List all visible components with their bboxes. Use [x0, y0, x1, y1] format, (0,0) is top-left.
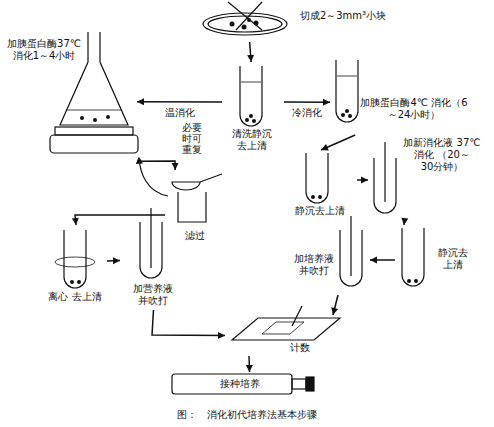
step-label: 加营养液 并吹打 — [120, 283, 185, 307]
beaker — [178, 192, 206, 222]
step-node: 加新消化液 37℃消化 （20～30分钟） — [368, 135, 490, 220]
liquid-level — [241, 82, 261, 83]
note-label: 必要时可重复 — [182, 122, 202, 155]
step-node: 加营养液 并吹打 — [120, 215, 187, 310]
liquid-level — [337, 76, 357, 77]
step-node: 接种培养 — [170, 372, 320, 398]
flow-arrow — [401, 218, 408, 225]
test-tube — [336, 60, 358, 122]
step-node: 加培养液 并吹打 — [290, 225, 370, 295]
step-node: 切成2～3mm³小块 — [205, 0, 391, 42]
flow-arrow — [246, 356, 253, 372]
arrow-head — [137, 98, 144, 105]
flow-arrow — [107, 257, 120, 264]
step-label: 接种培养 — [190, 378, 290, 390]
step-label: 静沉去上清 — [285, 205, 355, 217]
step-node: 加胰蛋白酶37℃ 消化1～4小时 — [2, 30, 137, 205]
flow-arrow — [321, 135, 355, 150]
pipette — [150, 208, 151, 268]
flow-arrow — [357, 177, 368, 184]
step-node: 静沉去上清 — [285, 150, 357, 225]
scalpel — [228, 2, 262, 30]
arrow-head — [361, 177, 368, 184]
culture-flask — [172, 374, 292, 394]
step-label: 加培养液 并吹打 — [290, 253, 338, 277]
test-tube — [306, 153, 328, 203]
edge-label: 冷消化 — [291, 107, 323, 119]
arrow-head — [331, 307, 338, 315]
step-node: 静沉去 上清 — [395, 225, 485, 295]
flow-arrow — [137, 161, 179, 170]
arrow-head — [323, 99, 330, 106]
step-label: 静沉去 上清 — [427, 247, 479, 271]
culture-flask-neck — [292, 379, 306, 389]
step-label: 清洗静沉 去上清 — [222, 128, 282, 152]
pipette — [350, 216, 351, 276]
strainer — [172, 182, 200, 190]
test-tube — [240, 66, 262, 126]
tissue-pieces — [70, 18, 418, 284]
flow-arrow — [152, 310, 225, 339]
flow-arrow — [370, 257, 395, 264]
cover-slip — [262, 322, 304, 334]
flow-line — [321, 135, 355, 150]
liquid-level — [67, 110, 121, 111]
step-label: 加新消化液 37℃消化 （20～30分钟） — [398, 137, 486, 173]
shaker-base — [50, 135, 138, 153]
flow-line — [75, 215, 165, 225]
arrow-head — [401, 218, 408, 225]
arrow-head — [113, 257, 120, 264]
pipette — [292, 306, 302, 326]
flow-arrow — [284, 99, 330, 106]
strainer-handle — [200, 174, 222, 182]
step-node: 加胰蛋白酶4℃ 消化（6～24小时） — [330, 55, 470, 135]
caption: 图： 消化初代培养法基本步骤 — [0, 408, 494, 422]
culture-flask-cap — [306, 377, 314, 391]
petri-dish-rim — [208, 16, 282, 32]
test-tube — [402, 228, 424, 286]
arrow-head — [246, 365, 253, 372]
flow-arrow — [72, 215, 165, 225]
flow-line — [137, 161, 175, 170]
step-label: 滤过 — [175, 230, 215, 242]
step-label: 加胰蛋白酶4℃ 消化（6～24小时） — [360, 97, 468, 121]
scalpel — [236, 2, 262, 30]
test-tube — [64, 230, 86, 288]
step-node: 离心 去上清 — [45, 225, 107, 315]
step-label: 加胰蛋白酶37℃ 消化1～4小时 — [4, 38, 84, 62]
step-node: 滤过 — [165, 170, 225, 245]
step-label: 计数 — [283, 342, 317, 354]
repeat-arrow — [139, 158, 168, 196]
step-label: 切成2～3mm³小块 — [297, 10, 389, 22]
arrow-head — [321, 144, 329, 150]
step-node: 计数 — [225, 315, 345, 356]
arrow-head — [72, 218, 79, 225]
arrow-head — [218, 332, 225, 339]
flow-line — [137, 101, 222, 103]
arrow-head — [370, 257, 377, 264]
edge-label: 温消化 — [164, 107, 196, 119]
centrifuge-spin — [55, 257, 95, 267]
step-label: 离心 去上清 — [45, 291, 105, 303]
arrow-head — [172, 163, 179, 170]
pipette — [384, 142, 385, 202]
arrow-head — [247, 55, 254, 62]
counting-slide — [232, 318, 340, 340]
flow-arrow — [137, 98, 222, 105]
flow-line — [152, 310, 225, 336]
shaker-plate — [55, 127, 133, 135]
step-node: 清洗静沉 去上清 — [222, 62, 284, 162]
flow-arrow — [247, 42, 254, 62]
flow-arrow — [331, 295, 338, 315]
